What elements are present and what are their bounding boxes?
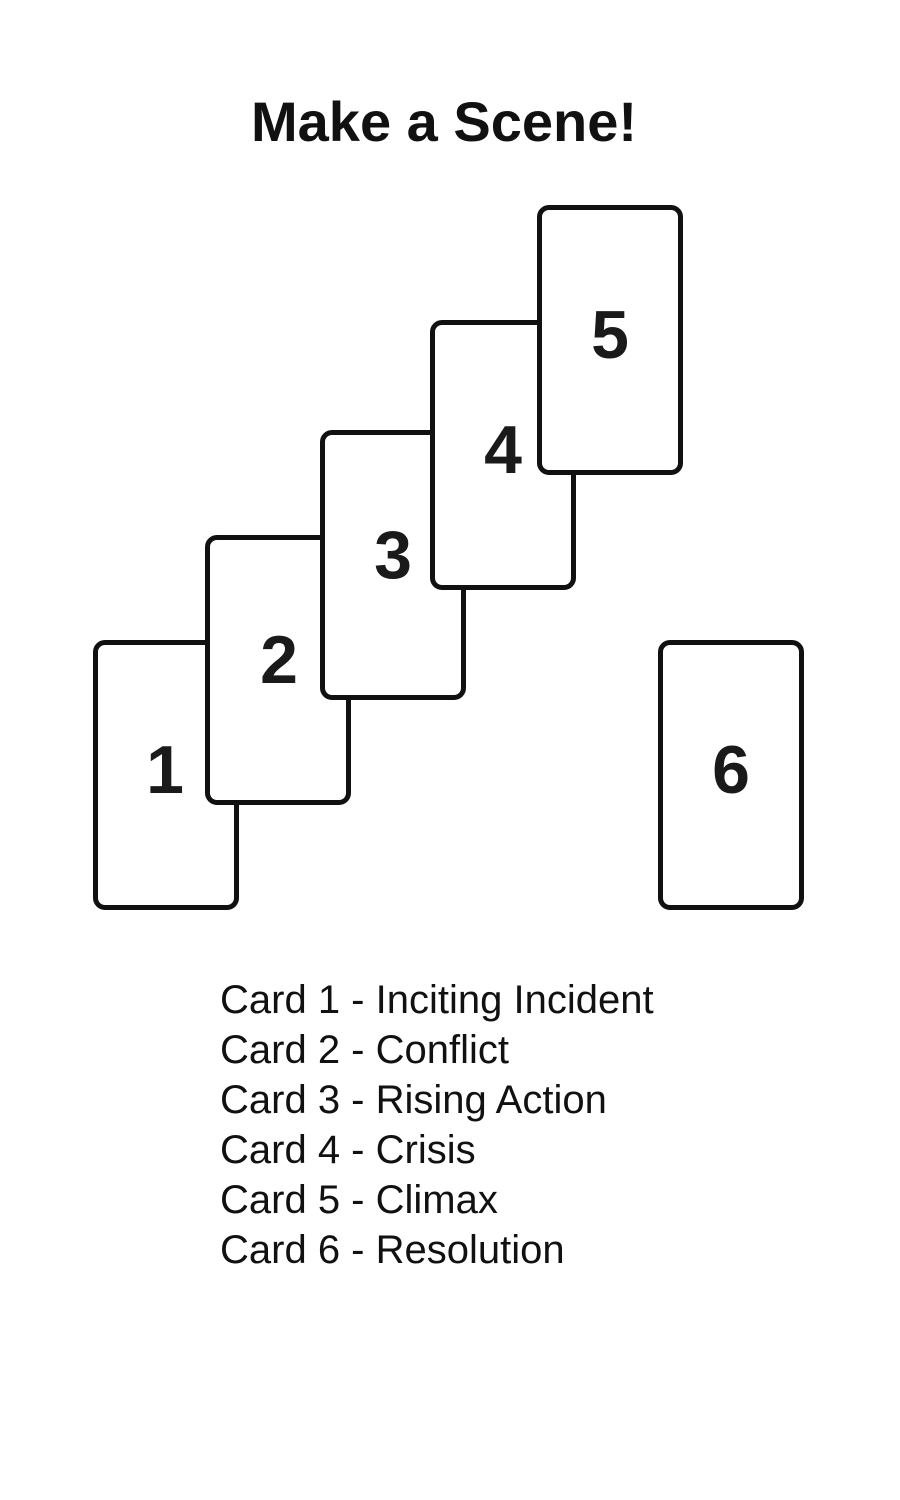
page-title: Make a Scene! — [251, 90, 637, 153]
card-6-number: 6 — [712, 732, 750, 808]
legend-item-card-3: Card 3 - Rising Action — [220, 1078, 607, 1122]
legend-item-card-4: Card 4 - Crisis — [220, 1128, 476, 1172]
card-5-number: 5 — [591, 297, 629, 373]
legend-item-card-1: Card 1 - Inciting Incident — [220, 978, 654, 1022]
card-5: 5 — [537, 205, 683, 475]
card-2-number: 2 — [260, 622, 298, 698]
legend-item-card-6: Card 6 - Resolution — [220, 1228, 565, 1272]
legend-item-card-5: Card 5 - Climax — [220, 1178, 498, 1222]
card-4-number: 4 — [484, 412, 522, 488]
card-1-number: 1 — [146, 732, 184, 808]
card-6: 6 — [658, 640, 804, 910]
card-3-number: 3 — [374, 517, 412, 593]
legend-item-card-2: Card 2 - Conflict — [220, 1028, 509, 1072]
card-legend: Card 1 - Inciting Incident Card 2 - Conf… — [220, 975, 654, 1275]
